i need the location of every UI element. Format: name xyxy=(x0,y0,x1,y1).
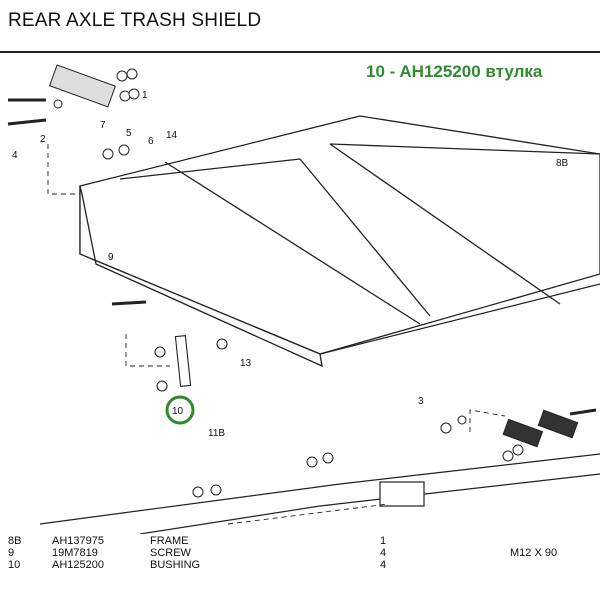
callout-labels: 4 7 1 2 5 6 14 9 10 11B 13 8B 3 xyxy=(12,90,569,439)
part-ref: 10 xyxy=(8,559,21,571)
part-remarks xyxy=(510,559,600,571)
callout-3: 3 xyxy=(418,396,424,407)
exploded-parts-diagram: 4 7 1 2 5 6 14 9 10 11B 13 8B 3 xyxy=(7,64,600,534)
table-row: 9 19M7819 SCREW 4 M12 X 90 xyxy=(0,547,600,559)
part-description: SCREW xyxy=(150,547,191,559)
highlighted-part-note: 10 - AH125200 втулка xyxy=(366,62,543,81)
callout-2: 2 xyxy=(40,134,46,145)
callout-4: 4 xyxy=(12,150,18,161)
callout-9: 9 xyxy=(108,252,114,263)
title-divider xyxy=(0,51,600,53)
part-description: FRAME xyxy=(150,535,189,547)
part-quantity: 1 xyxy=(380,535,387,547)
callout-13: 13 xyxy=(240,358,252,369)
part-ref: 9 xyxy=(8,547,15,559)
hardware-top-left xyxy=(7,64,140,160)
callout-14: 14 xyxy=(166,130,178,141)
callout-1: 1 xyxy=(142,90,148,101)
callout-10: 10 xyxy=(172,406,184,417)
lower-frame xyxy=(39,453,600,534)
part-remarks xyxy=(510,535,600,547)
callout-6: 6 xyxy=(148,136,154,147)
callout-8b: 8B xyxy=(556,158,569,169)
table-row: 8B AH137975 FRAME 1 xyxy=(0,535,600,547)
shield-frame xyxy=(79,115,600,368)
callout-5: 5 xyxy=(126,128,132,139)
dashed-guides xyxy=(47,144,506,525)
parts-table: 8B AH137975 FRAME 1 9 19M7819 SCREW 4 M1… xyxy=(0,535,600,571)
bushing-linkage xyxy=(111,300,228,392)
part-number: AH137975 xyxy=(52,535,104,547)
highlight-circle xyxy=(165,395,195,425)
callout-11b: 11B xyxy=(208,428,225,439)
page-title: REAR AXLE TRASH SHIELD xyxy=(8,10,262,31)
table-row: 10 AH125200 BUSHING 4 xyxy=(0,559,600,571)
part-remarks: M12 X 90 xyxy=(510,547,558,559)
part-quantity: 4 xyxy=(380,559,387,571)
part-number: AH125200 xyxy=(52,559,104,571)
part-description: BUSHING xyxy=(150,559,201,571)
hardware-right xyxy=(440,408,597,462)
part-quantity: 4 xyxy=(380,547,387,559)
part-number: 19M7819 xyxy=(52,547,98,559)
hardware-bottom xyxy=(192,452,334,498)
part-ref: 8B xyxy=(8,535,22,547)
callout-7: 7 xyxy=(100,120,106,131)
